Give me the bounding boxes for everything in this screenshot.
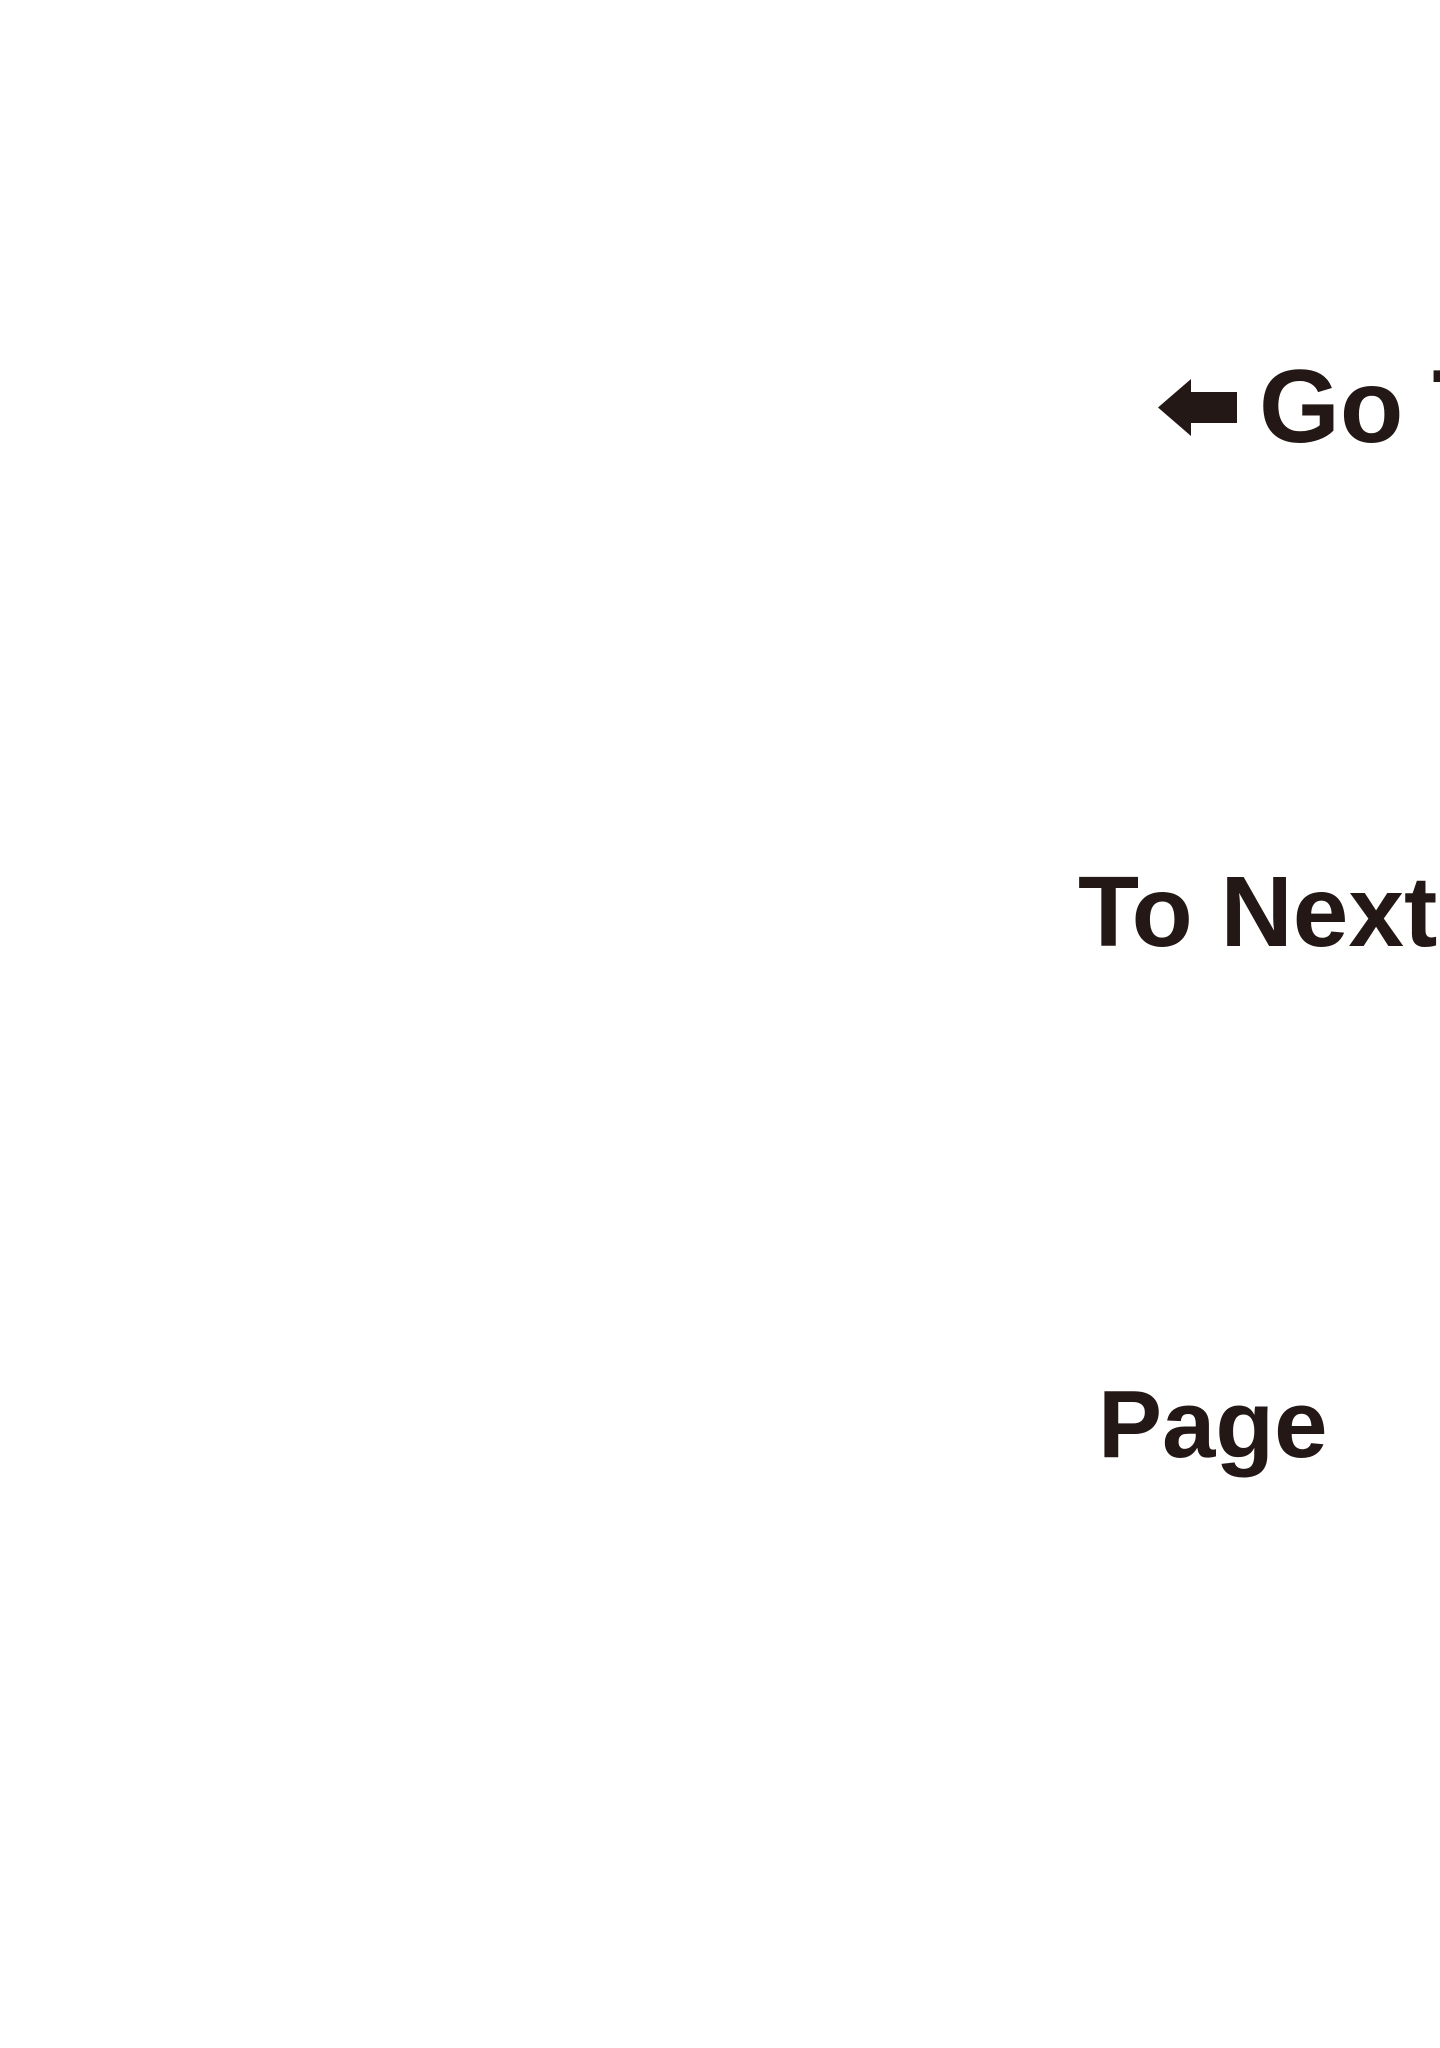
arrow-left-icon [1158, 378, 1237, 436]
go-to-line[interactable]: Go T [1158, 355, 1440, 459]
go-to-text: Go T [1259, 349, 1440, 465]
to-next-line: To Next [1078, 856, 1438, 968]
page-line: Page [1098, 1371, 1328, 1478]
